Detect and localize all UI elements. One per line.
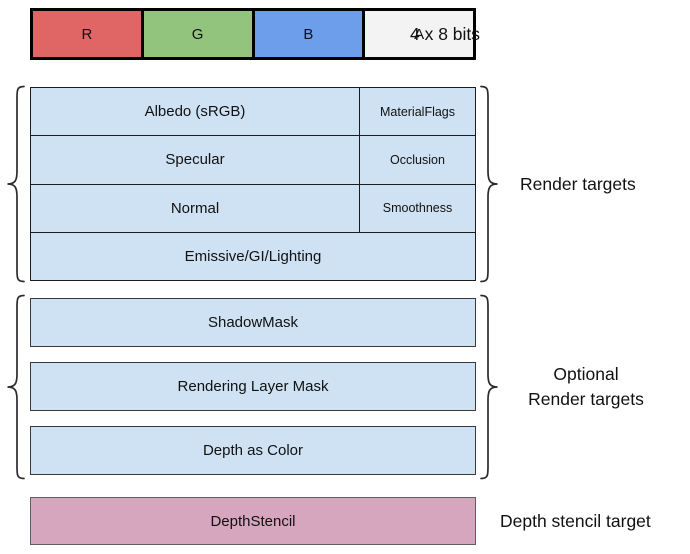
bit-cell-g: G <box>140 11 252 57</box>
render-targets-table: Albedo (sRGB) MaterialFlags Specular Occ… <box>30 87 476 281</box>
right-curly-brace-icon <box>480 294 498 480</box>
left-curly-brace-icon <box>7 85 25 283</box>
box-rendering-layer-mask-label: Rendering Layer Mask <box>177 378 329 395</box>
cell-occlusion: Occlusion <box>359 136 475 184</box>
box-shadowmask-label: ShadowMask <box>207 314 299 331</box>
optional-label-line2: Render targets <box>528 389 644 409</box>
box-depth-as-color-label: Depth as Color <box>202 442 304 459</box>
optional-label-line1: Optional <box>553 364 619 384</box>
render-targets-label: Render targets <box>520 173 636 194</box>
optional-render-targets-label: Optional Render targets <box>500 294 672 480</box>
cell-albedo: Albedo (sRGB) <box>144 103 246 121</box>
bit-cell-b: B <box>251 11 363 57</box>
box-depthstencil: DepthStencil <box>30 497 476 545</box>
bit-cell-a-label: A <box>414 25 425 43</box>
bit-cell-a: A <box>362 11 473 57</box>
bits-caption: 4 x 8 bits <box>410 23 481 44</box>
cell-materialflags: MaterialFlags <box>359 88 475 136</box>
table-row-emissive: Emissive/GI/Lighting <box>31 233 475 280</box>
cell-specular: Specular <box>165 151 225 169</box>
depth-stencil-target-label: Depth stencil target <box>500 510 651 531</box>
bit-cell-b-label: B <box>303 25 314 43</box>
box-depthstencil-label: DepthStencil <box>210 512 296 530</box>
rgba-bits-bar: R G B A <box>30 8 476 60</box>
bit-cell-r: R <box>33 11 141 57</box>
left-curly-brace-icon <box>7 294 25 480</box>
table-row-specular: Specular Occlusion <box>31 136 475 185</box>
cell-smoothness: Smoothness <box>359 184 475 232</box>
table-row-normal: Normal Smoothness <box>31 184 475 233</box>
box-shadowmask: ShadowMask <box>30 298 476 347</box>
right-curly-brace-icon <box>480 85 498 283</box>
table-row-albedo: Albedo (sRGB) MaterialFlags <box>31 88 475 137</box>
bit-cell-g-label: G <box>191 25 204 43</box>
cell-emissive: Emissive/GI/Lighting <box>184 247 322 265</box>
box-rendering-layer-mask: Rendering Layer Mask <box>30 362 476 411</box>
box-depth-as-color: Depth as Color <box>30 426 476 475</box>
bit-cell-r-label: R <box>81 25 93 43</box>
cell-normal: Normal <box>170 199 220 217</box>
